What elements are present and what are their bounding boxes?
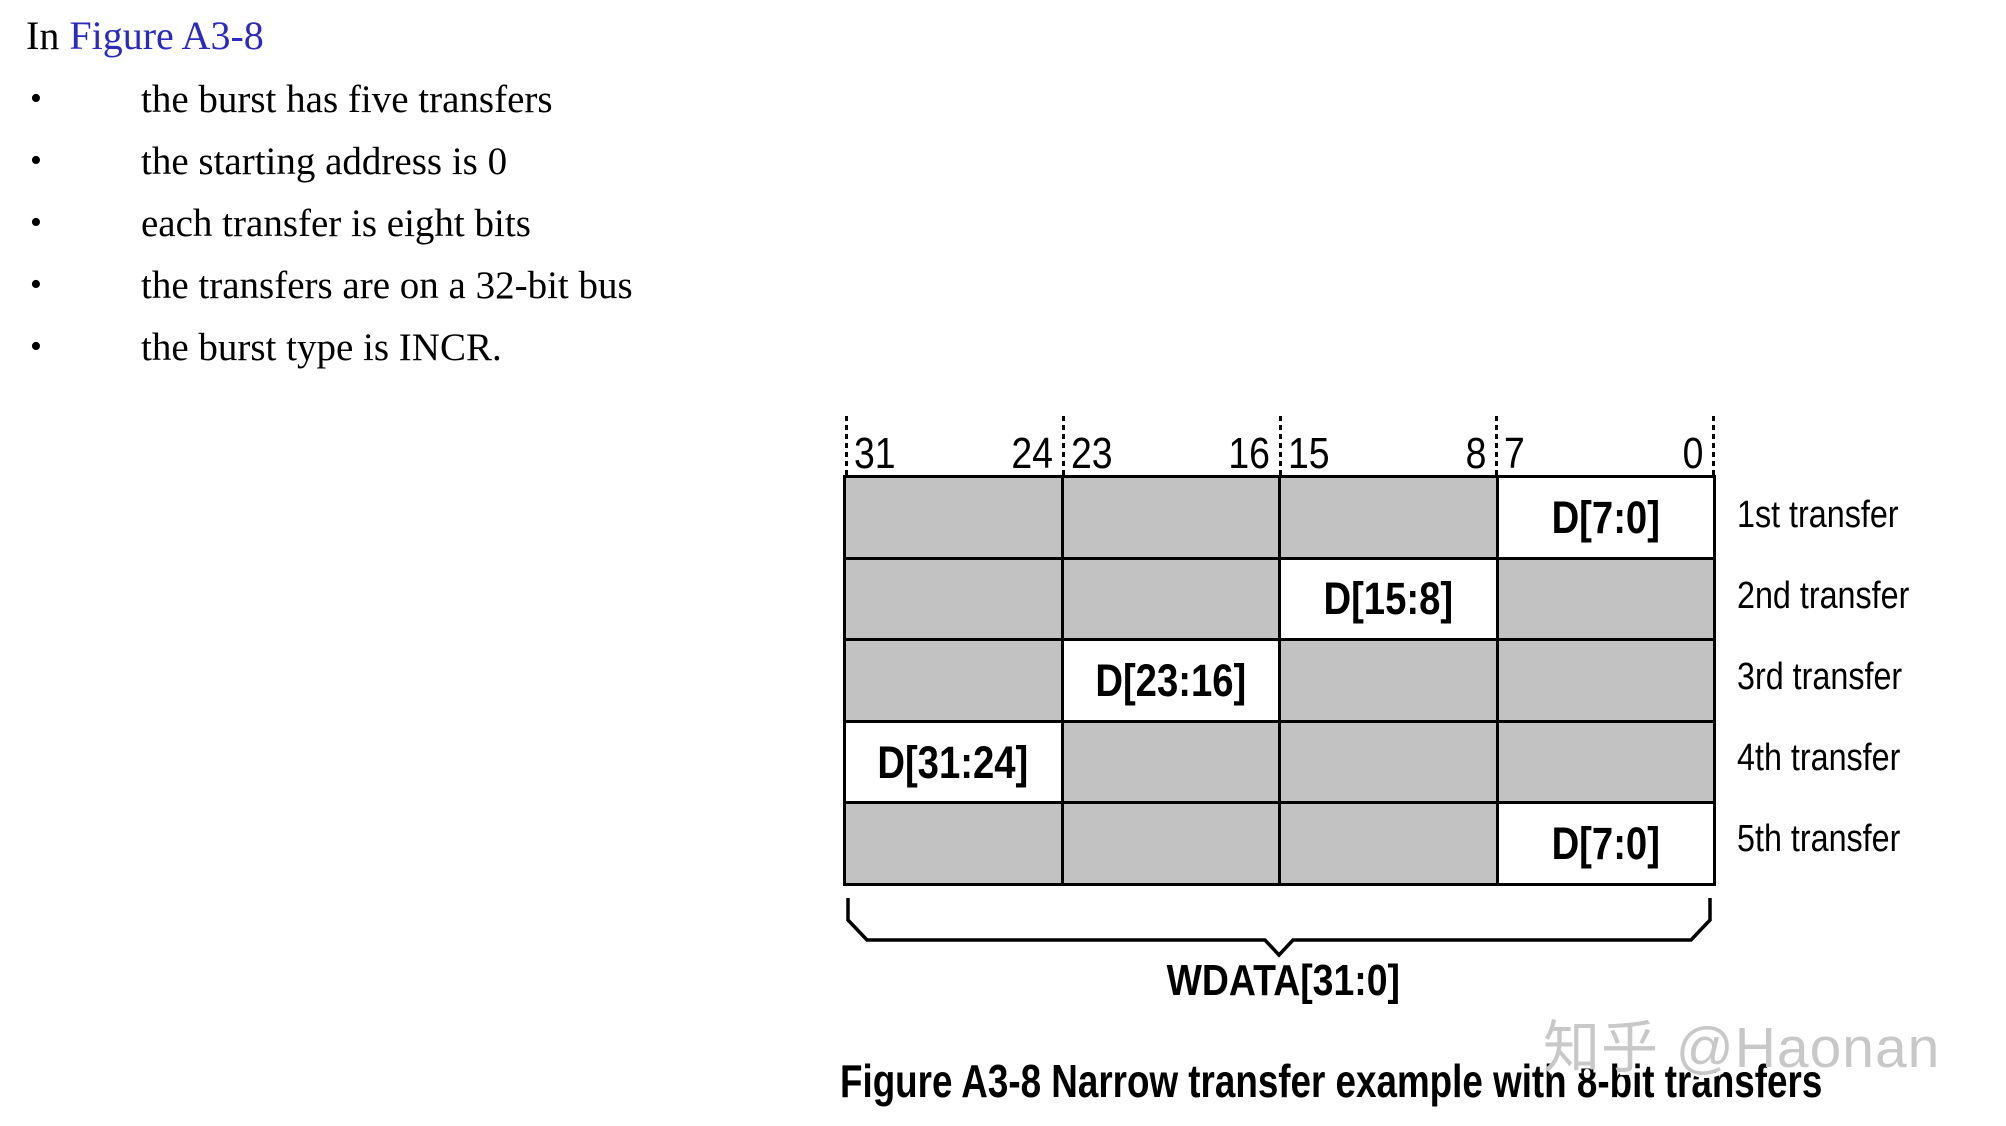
bullet-icon: • <box>30 204 42 241</box>
data-byte-label: D[15:8] <box>1323 573 1454 625</box>
bit-label: 0 <box>1682 429 1703 478</box>
transfer-labels: 1st transfer 2nd transfer 3rd transfer 4… <box>1737 475 1997 880</box>
byte-lane-grid: D[7:0] D[15:8] D[23:16] D[31:24] D[7:0] <box>843 475 1716 886</box>
dashed-tick <box>1279 416 1282 478</box>
transfer-row: D[7:0] <box>846 804 1713 883</box>
transfer-label: 3rd transfer <box>1737 656 1903 698</box>
byte-lane-cell <box>1498 559 1713 639</box>
transfer-label: 2nd transfer <box>1737 575 1910 617</box>
data-byte-label: D[7:0] <box>1551 491 1660 543</box>
bit-label: 16 <box>1227 429 1270 478</box>
byte-lane-cell <box>846 641 1064 720</box>
byte-lane-cell <box>1498 641 1713 720</box>
bullet-icon: • <box>30 328 42 365</box>
byte-lane-cell <box>1063 804 1281 883</box>
byte-lane-cell <box>1498 722 1713 802</box>
bit-label: 31 <box>854 429 896 478</box>
byte-lane-cell: D[15:8] <box>1281 559 1499 639</box>
byte-lane-cell <box>1281 804 1499 883</box>
bit-label: 8 <box>1465 429 1487 478</box>
bullet-item: • the burst has five transfers <box>30 68 633 130</box>
bullet-icon: • <box>30 266 42 303</box>
bus-label: WDATA[31:0] <box>1166 956 1400 1005</box>
underbrace <box>846 898 1712 958</box>
bit-range-23-16: 23 16 <box>1063 418 1280 478</box>
byte-lane-cell: D[7:0] <box>1498 478 1713 557</box>
byte-lane-cell: D[31:24] <box>846 722 1064 802</box>
data-byte-label: D[31:24] <box>877 736 1029 788</box>
byte-lane-cell <box>1281 478 1499 557</box>
bullet-icon: • <box>30 80 42 117</box>
bit-label: 23 <box>1070 429 1113 478</box>
figure-caption: Figure A3-8 Narrow transfer example with… <box>840 1055 1823 1107</box>
byte-lane-cell <box>1063 478 1281 557</box>
transfer-label: 5th transfer <box>1737 818 1901 860</box>
transfer-row: D[7:0] <box>846 478 1713 560</box>
byte-lane-cell: D[23:16] <box>1063 641 1281 720</box>
bullet-icon: • <box>30 142 42 179</box>
figure-a3-8-link[interactable]: Figure A3-8 <box>69 13 264 58</box>
bit-range-31-24: 31 24 <box>846 418 1063 478</box>
dashed-tick <box>1712 416 1715 478</box>
byte-lane-cell <box>1063 722 1281 802</box>
intro-line: In Figure A3-8 <box>26 12 264 59</box>
bullet-item: • the burst type is INCR. <box>30 316 633 378</box>
byte-lane-cell <box>846 804 1064 883</box>
bullet-text: the burst has five transfers <box>141 77 553 121</box>
bit-label: 24 <box>1011 429 1053 478</box>
data-byte-label: D[7:0] <box>1551 818 1660 870</box>
bit-range-15-8: 15 8 <box>1280 418 1497 478</box>
bullet-item: • each transfer is eight bits <box>30 192 633 254</box>
byte-lane-cell <box>846 478 1064 557</box>
bullet-list: • the burst has five transfers • the start… <box>30 68 633 378</box>
data-byte-label: D[23:16] <box>1095 654 1247 706</box>
byte-lane-cell: D[7:0] <box>1498 804 1713 883</box>
byte-lane-cell <box>846 559 1064 639</box>
bullet-text: the burst type is INCR. <box>141 325 502 369</box>
byte-lane-cell <box>1063 559 1281 639</box>
bullet-text: each transfer is eight bits <box>141 201 531 245</box>
bullet-text: the transfers are on a 32-bit bus <box>141 263 633 307</box>
transfer-row: D[31:24] <box>846 722 1713 805</box>
dashed-tick <box>1495 416 1498 478</box>
byte-lane-cell <box>1281 641 1499 720</box>
watermark: 知乎 @Haonan <box>1543 1016 1941 1080</box>
transfer-row: D[15:8] <box>846 559 1713 642</box>
bullet-text: the starting address is 0 <box>141 139 508 183</box>
bit-label: 15 <box>1287 429 1330 478</box>
transfer-label: 1st transfer <box>1737 494 1899 536</box>
transfer-label: 4th transfer <box>1737 737 1901 779</box>
bit-label: 7 <box>1504 429 1526 478</box>
intro-prefix: In <box>26 13 70 58</box>
bullet-item: • the starting address is 0 <box>30 130 633 192</box>
bullet-item: • the transfers are on a 32-bit bus <box>30 254 633 316</box>
byte-lane-cell <box>1281 722 1499 802</box>
transfer-row: D[23:16] <box>846 641 1713 723</box>
dashed-tick <box>1062 416 1065 478</box>
dashed-tick <box>845 416 848 478</box>
